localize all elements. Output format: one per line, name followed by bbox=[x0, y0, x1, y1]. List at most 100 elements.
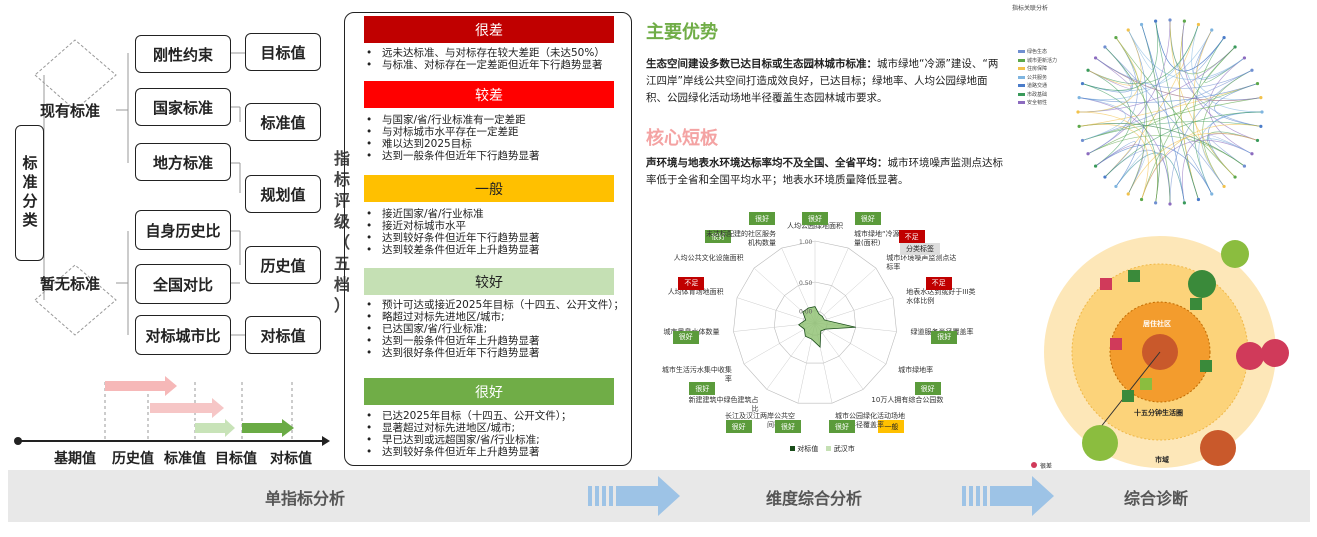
chord-node bbox=[1077, 96, 1081, 100]
vt-char: 指 bbox=[333, 149, 350, 168]
chord-link bbox=[1115, 37, 1236, 178]
chord-node bbox=[1250, 68, 1254, 72]
radar-legend: 对标值 武汉市 bbox=[790, 444, 855, 454]
criterion: 略超过对标先进地区/城市; bbox=[366, 311, 652, 323]
timeline-arrow-2 bbox=[150, 398, 224, 418]
radar-axis bbox=[814, 247, 849, 324]
vt-char: 级 bbox=[333, 212, 350, 231]
chord-link bbox=[1198, 111, 1263, 195]
rating-very-bad-criteria: 远未达标准、与对标存在较大差距（未达50%） 与标准、对标存在一定差距但近年下行… bbox=[364, 47, 652, 71]
chord-node bbox=[1114, 184, 1118, 189]
chord-node bbox=[1086, 152, 1090, 156]
rating-bad: 较差 bbox=[364, 81, 614, 108]
chord-legend-item: 绿色生态 bbox=[1018, 48, 1057, 57]
criterion: 预计可达或接近2025年目标（十四五、公开文件）； bbox=[366, 299, 652, 311]
radar-rating-tag: 很好 bbox=[854, 212, 881, 225]
radar-rating-tag: 一般 bbox=[878, 420, 905, 433]
chord-node bbox=[1233, 175, 1237, 179]
chord-node bbox=[1242, 56, 1247, 60]
chord-link bbox=[1155, 21, 1199, 200]
chord-node bbox=[1259, 96, 1263, 100]
rating-very-good-label: 很好 bbox=[475, 384, 503, 401]
bottom-label-diagnosis: 综合诊断 bbox=[1124, 489, 1189, 508]
radar-chart: 1.000.500.00 bbox=[733, 239, 897, 404]
rating-bad-criteria: 与国家/省/行业标准有一定差距 与对标城市水平存在一定差距 难以达到2025目标… bbox=[364, 114, 652, 162]
radar-legend-wuhan: 武汉市 bbox=[833, 445, 855, 453]
timeline-label-target: 目标值 bbox=[215, 451, 257, 467]
rating-fair: 一般 bbox=[364, 175, 614, 202]
radar-legend-benchmark: 对标值 bbox=[797, 445, 819, 453]
advantages-text: 生态空间建设多数已达目标或生态园林城市标准：城市绿地“冷源”建设、“两江四岸”岸… bbox=[646, 56, 1008, 107]
timeline-label-history: 历史值 bbox=[112, 451, 154, 467]
node-local: 地方标准 bbox=[135, 143, 231, 181]
node-national-compare: 全国对比 bbox=[135, 264, 231, 304]
node-rigid-label: 刚性约束 bbox=[152, 45, 213, 64]
chord-node bbox=[1114, 35, 1118, 40]
node-national-compare-label: 全国对比 bbox=[152, 275, 213, 294]
chord-node bbox=[1076, 110, 1080, 114]
criterion: 达到较差条件但近年上升趋势显著 bbox=[366, 244, 652, 256]
chord-node bbox=[1222, 35, 1226, 40]
chord-node bbox=[1093, 164, 1098, 168]
radar-axis-label: 城市公园绿化活动场地服务半径覆盖率 bbox=[834, 411, 905, 429]
chord-link bbox=[1127, 29, 1245, 80]
criterion: 达到很好条件但近年下行趋势显著 bbox=[366, 347, 652, 359]
value-benchmark-label: 对标值 bbox=[260, 326, 306, 345]
radar-rating-tag: 很好 bbox=[914, 382, 941, 395]
rating-vertical-title: 指 标 评 级 （ 五 档 ） bbox=[332, 148, 352, 316]
chord-legend-item: 道路交通 bbox=[1018, 82, 1057, 91]
chord-link bbox=[1077, 29, 1142, 113]
chord-link bbox=[1115, 37, 1147, 195]
chord-link bbox=[1104, 46, 1171, 205]
chord-node bbox=[1086, 68, 1090, 72]
chord-link bbox=[1191, 24, 1261, 100]
criterion: 早已达到或远超国家/省/行业标准; bbox=[366, 434, 652, 446]
vt-char: ） bbox=[333, 296, 350, 315]
chord-node bbox=[1103, 45, 1107, 49]
chord-link bbox=[1127, 132, 1258, 195]
radar-axis-label: 地表水达到或好于III类水体比例 bbox=[906, 288, 976, 306]
criterion: 已达2025年目标（十四五、公开文件）； bbox=[366, 410, 652, 422]
chord-node bbox=[1255, 81, 1260, 86]
chord-node bbox=[1196, 22, 1201, 27]
radar-tick: 0.50 bbox=[799, 280, 813, 287]
chord-node bbox=[1126, 192, 1130, 196]
chord-node bbox=[1242, 164, 1247, 168]
timeline-arrow-1 bbox=[105, 376, 177, 396]
criterion: 显著超过对标先进地区/城市; bbox=[366, 422, 652, 434]
bottom-label-dimension: 维度综合分析 bbox=[766, 489, 863, 508]
chord-node bbox=[1154, 201, 1158, 205]
node-national-label: 国家标准 bbox=[152, 98, 213, 117]
radar-grid bbox=[733, 240, 897, 404]
bottom-arrow-2 bbox=[962, 476, 1054, 516]
chord-node bbox=[1260, 110, 1264, 114]
radar-corner-tag: 分类标签 bbox=[900, 243, 940, 255]
rating-very-bad: 很差 bbox=[364, 16, 614, 43]
vt-char: 标 bbox=[333, 170, 350, 189]
chord-node bbox=[1255, 138, 1260, 143]
timeline-label-standard: 标准值 bbox=[164, 451, 206, 467]
criterion: 与标准、对标存在一定差距但近年下行趋势显著 bbox=[366, 59, 652, 71]
timeline-label-benchmark: 对标值 bbox=[270, 451, 312, 467]
chord-link bbox=[1082, 21, 1158, 91]
radar-tick: 0.00 bbox=[799, 309, 813, 316]
chord-link bbox=[1214, 83, 1261, 127]
value-plan-label: 规划值 bbox=[260, 185, 306, 204]
chord-node bbox=[1103, 175, 1107, 179]
chord-node bbox=[1077, 124, 1081, 128]
criterion: 难以达到2025目标 bbox=[366, 138, 652, 150]
radar-axis-label: 城市绿地“冷源”新增数量(面积) bbox=[854, 230, 925, 248]
criterion: 远未达标准、与对标存在较大差距（未达50%） bbox=[366, 47, 652, 59]
radar-rating-tag: 很好 bbox=[672, 330, 699, 344]
vt-char: 评 bbox=[333, 191, 350, 210]
rating-good-label: 较好 bbox=[475, 274, 503, 291]
advantages-title: 主要优势 bbox=[646, 22, 718, 43]
chord-legend-item: 公共服务 bbox=[1018, 74, 1057, 83]
timeline-graphic bbox=[14, 376, 330, 446]
rating-very-good: 很好 bbox=[364, 378, 614, 405]
node-benchmark-city-label: 对标城市比 bbox=[145, 326, 221, 345]
chord-link bbox=[1087, 24, 1199, 85]
chord-link bbox=[1079, 83, 1258, 103]
radar-rating-tag: 很好 bbox=[931, 330, 958, 344]
criterion: 接近国家/省/行业标准 bbox=[366, 208, 652, 220]
